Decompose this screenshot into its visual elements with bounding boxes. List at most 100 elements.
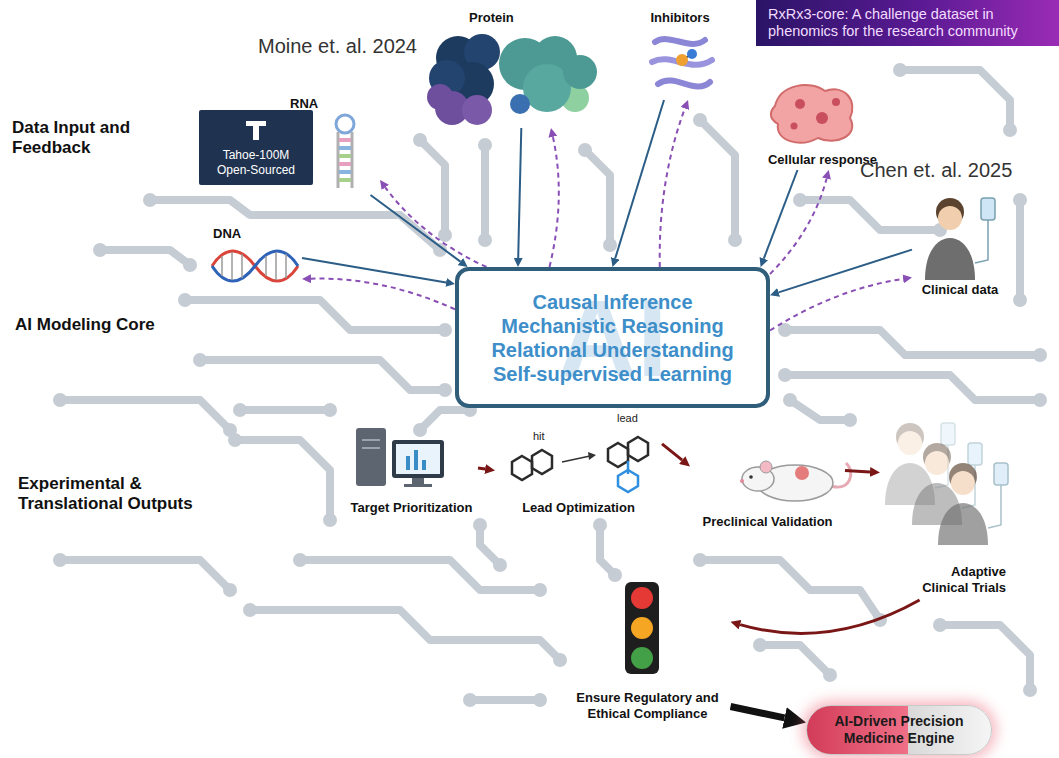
- lead-icon: Lead Optimization: [495, 412, 662, 518]
- cell-illustration: [795, 99, 805, 109]
- dna-helix: [241, 254, 243, 278]
- patient-figure: [925, 198, 995, 280]
- flow-arrow: [662, 444, 682, 460]
- rna-stem-loop: [339, 170, 351, 174]
- circuit-traces: [100, 250, 190, 265]
- protein-icon: Protein: [425, 8, 600, 128]
- node-label: Protein: [467, 10, 516, 26]
- dataset-banner: RxRx3-core: A challenge dataset in pheno…: [756, 0, 1059, 46]
- mouse-figure: [749, 475, 753, 479]
- inhibitor-structure: [655, 39, 705, 44]
- circuit-traces: [470, 696, 540, 704]
- mouse-figure: [740, 461, 851, 501]
- rna-stem-loop: [339, 178, 351, 182]
- circuit-traces: [250, 610, 560, 660]
- circuit-traces: [760, 645, 830, 675]
- circuit-traces: [1016, 200, 1024, 300]
- feedback-arrow: [770, 179, 827, 274]
- circuit-traces: [785, 330, 1040, 355]
- cell-illustration: [771, 85, 853, 143]
- molecule-icons: [532, 450, 552, 474]
- rna-stem-loop: [339, 154, 351, 158]
- feedback-arrow: [660, 108, 685, 267]
- circuit-traces: [585, 150, 610, 245]
- rna-stem-loop: [336, 115, 354, 188]
- inhibitor-icon: Inhibitors: [640, 8, 720, 100]
- circuit-traces: [940, 625, 1030, 690]
- target-icon: Target Prioritization: [345, 418, 478, 518]
- circuit-traces: [60, 400, 230, 430]
- feedback-arrow: [550, 137, 559, 267]
- cell-illustration: [832, 98, 840, 106]
- node-label: Lead Optimization: [520, 500, 637, 516]
- ai-core-box: Causal InferenceMechanistic ReasoningRel…: [455, 267, 770, 408]
- circuit-traces: [185, 300, 445, 330]
- mouse-figure: [740, 479, 744, 483]
- mouse-figure: [831, 463, 851, 487]
- node-label: Preclinical Validation: [700, 514, 834, 530]
- node-label: Mechanistic Reasoning: [501, 314, 723, 338]
- feedback-arrow: [311, 279, 455, 310]
- dna-helix: [221, 256, 223, 276]
- rna-stem-loop: [339, 138, 351, 142]
- protein-structure: [563, 55, 597, 89]
- circuit-traces: [60, 70, 1040, 700]
- node-label: Inhibitors: [648, 10, 711, 26]
- computer-icon: [392, 440, 444, 478]
- section-heading: AI Modeling Core: [15, 315, 155, 335]
- circuit-traces: [480, 525, 500, 565]
- stage-label: lead: [616, 412, 639, 424]
- stage-label: hit: [532, 430, 546, 442]
- circuit-traces: [300, 560, 540, 590]
- circuit-traces: [420, 410, 470, 430]
- dna-helix: [265, 256, 267, 276]
- circuit-traces: [200, 360, 445, 390]
- dna-icon: DNA: [208, 225, 302, 285]
- input-arrow: [371, 195, 461, 262]
- node-label: Adaptive Clinical Trials: [904, 564, 1008, 597]
- dataset-logo-mark: [244, 118, 268, 142]
- circuit-traces: [150, 200, 440, 250]
- input-arrow: [764, 170, 798, 259]
- protein-structure: [510, 94, 530, 114]
- input-arrow: [518, 128, 521, 258]
- compliance-icon: Ensure Regulatory and Ethical Compliance: [565, 578, 731, 724]
- feedback-arrow: [770, 279, 903, 331]
- node-label: RxRx3-core: A challenge dataset in pheno…: [768, 6, 1048, 41]
- inhibitor-structure: [652, 39, 712, 86]
- patient-figure: [925, 198, 995, 280]
- computer-icon: [362, 439, 380, 441]
- section-heading: Experimental & Translational Outputs: [18, 474, 228, 515]
- circuit-traces: [700, 120, 735, 240]
- molecule-icons: [618, 470, 638, 492]
- cell-icon: Cellular response: [760, 82, 885, 170]
- circuit-traces: [600, 525, 615, 575]
- molecule-icons: [512, 456, 532, 480]
- circuit-traces: [700, 560, 880, 620]
- patient-icon: Clinical data: [912, 188, 1008, 300]
- circuit-traces: [481, 145, 489, 240]
- computer-icon: [412, 478, 424, 484]
- dna-helix: [212, 251, 298, 281]
- dna-helix: [212, 251, 298, 281]
- flow-arrow: [740, 600, 920, 633]
- trial-icon: Adaptive Clinical Trials: [880, 418, 1012, 600]
- dna-helix: [212, 251, 298, 281]
- node-label: Ensure Regulatory and Ethical Compliance: [566, 690, 730, 723]
- circuit-traces: [790, 400, 850, 420]
- cell-illustration: [791, 123, 798, 130]
- circuit-traces: [800, 200, 940, 230]
- node-label: Relational Understanding: [491, 338, 733, 362]
- cell-illustration: [771, 85, 853, 143]
- flow-arrow: [478, 468, 485, 469]
- node-label: Causal Inference: [532, 290, 692, 314]
- traffic-light: [631, 617, 653, 639]
- node-label: DNA: [211, 226, 243, 242]
- molecule-icons: [608, 443, 628, 467]
- molecule-icons: [512, 437, 648, 492]
- node-label: Tahoe-100M Open-Sourced: [208, 148, 304, 177]
- input-arrow: [779, 250, 912, 293]
- molecule-icons: [627, 461, 630, 474]
- dna-helix: [275, 252, 277, 280]
